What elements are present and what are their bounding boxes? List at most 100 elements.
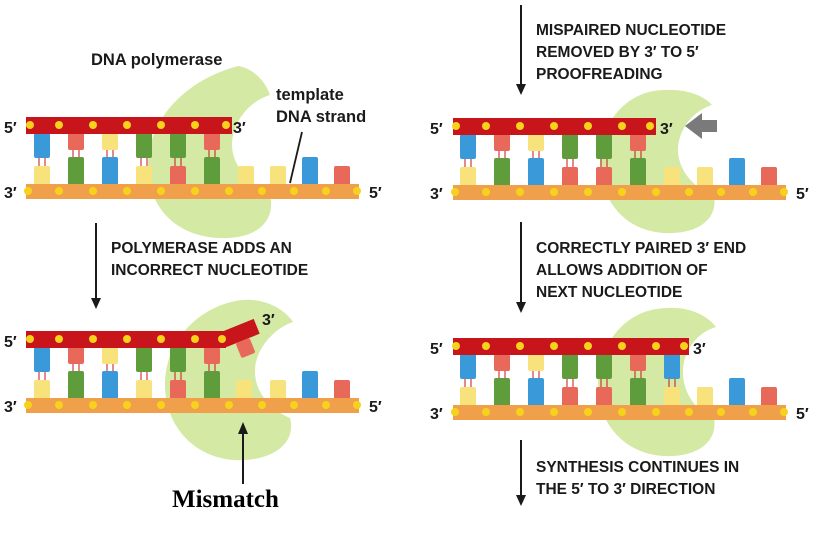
step-2-caption-line3: PROOFREADING xyxy=(536,66,663,83)
base-yellow xyxy=(102,347,118,364)
base-blue xyxy=(729,158,745,187)
panel-mismatch: 5′ 3′ 3′ 5′ Mismatch xyxy=(4,299,382,513)
end-label-5prime: 5′ xyxy=(4,334,17,351)
new-strand-bases xyxy=(460,354,680,379)
base-yellow xyxy=(34,166,50,186)
mispaired-nucleotide xyxy=(220,318,260,358)
step-3-caption-line3: NEXT NUCLEOTIDE xyxy=(536,284,682,301)
base-green xyxy=(170,347,186,372)
polymerase-shape xyxy=(148,66,272,239)
new-strand-backbone xyxy=(453,338,689,355)
base-yellow xyxy=(460,167,476,187)
step-2-caption-line1: MISPAIRED NUCLEOTIDE xyxy=(536,22,726,39)
base-salmon xyxy=(630,134,646,151)
new-strand-bases xyxy=(34,133,220,158)
base-green xyxy=(562,134,578,159)
base-yellow xyxy=(136,166,152,186)
base-yellow xyxy=(238,166,254,186)
base-blue xyxy=(729,378,745,407)
base-salmon xyxy=(68,347,84,364)
base-salmon xyxy=(170,166,186,186)
base-blue xyxy=(664,354,680,379)
base-salmon xyxy=(761,167,777,187)
base-yellow xyxy=(664,387,680,407)
step-arrow-2 xyxy=(516,5,526,95)
proofreading-direction-arrow xyxy=(685,113,717,139)
base-blue xyxy=(34,133,50,158)
base-salmon xyxy=(562,387,578,407)
base-salmon xyxy=(236,338,255,358)
base-green xyxy=(136,133,152,158)
base-salmon xyxy=(204,133,220,150)
base-salmon xyxy=(494,134,510,151)
step-arrow-3 xyxy=(516,222,526,313)
base-green xyxy=(68,371,84,400)
base-salmon xyxy=(334,380,350,400)
base-blue xyxy=(460,354,476,379)
base-salmon xyxy=(170,380,186,400)
base-blue xyxy=(528,378,544,407)
base-yellow xyxy=(697,387,713,407)
base-green xyxy=(494,158,510,187)
template-phosphates xyxy=(451,408,788,416)
base-green xyxy=(630,378,646,407)
base-salmon xyxy=(630,354,646,371)
end-label-3prime: 3′ xyxy=(693,341,706,358)
template-bases xyxy=(34,157,350,186)
base-salmon xyxy=(761,387,777,407)
polymerase-shape xyxy=(598,307,716,457)
template-label-line2: DNA strand xyxy=(276,108,366,126)
base-green xyxy=(596,354,612,379)
base-blue xyxy=(302,371,318,400)
end-label-5prime: 5′ xyxy=(796,186,809,203)
base-green xyxy=(204,157,220,186)
base-salmon xyxy=(494,354,510,371)
end-label-5prime: 5′ xyxy=(4,120,17,137)
step-1-caption-line1: POLYMERASE ADDS AN xyxy=(111,240,292,257)
panel-proofreading: 5′ 3′ 3′ 5′ xyxy=(430,89,809,234)
new-strand-phosphates xyxy=(452,342,688,350)
end-label-3prime: 3′ xyxy=(4,185,17,202)
end-label-3prime: 3′ xyxy=(262,312,275,329)
base-yellow xyxy=(697,167,713,187)
base-yellow xyxy=(528,134,544,151)
base-salmon xyxy=(334,166,350,186)
base-salmon xyxy=(562,167,578,187)
base-salmon xyxy=(596,387,612,407)
base-salmon xyxy=(68,133,84,150)
end-label-5prime: 5′ xyxy=(430,121,443,138)
step-3-caption-line2: ALLOWS ADDITION OF xyxy=(536,262,708,279)
end-label-3prime: 3′ xyxy=(430,186,443,203)
base-yellow xyxy=(236,380,252,400)
new-strand-bases xyxy=(460,134,646,159)
panel-continued-synthesis: 5′ 3′ 3′ 5′ xyxy=(430,307,809,457)
base-green xyxy=(136,347,152,372)
h-bonds xyxy=(464,371,676,387)
step-arrow-4 xyxy=(516,440,526,506)
base-green xyxy=(68,157,84,186)
base-blue xyxy=(302,157,318,186)
new-strand-phosphates xyxy=(26,335,226,343)
base-green xyxy=(562,354,578,379)
base-blue xyxy=(34,347,50,372)
base-green xyxy=(630,158,646,187)
base-green xyxy=(204,371,220,400)
template-phosphates xyxy=(451,188,788,196)
base-green xyxy=(170,133,186,158)
base-blue xyxy=(102,157,118,186)
template-phosphates xyxy=(24,187,361,195)
mispaired-backbone xyxy=(220,318,260,348)
base-yellow xyxy=(270,166,286,186)
step-1-caption-line2: INCORRECT NUCLEOTIDE xyxy=(111,262,308,279)
base-salmon xyxy=(204,347,220,364)
h-bonds xyxy=(38,150,216,166)
step-4-caption-line2: THE 5′ TO 3′ DIRECTION xyxy=(536,481,715,498)
polymerase-label: DNA polymerase xyxy=(91,51,222,69)
end-label-5prime: 5′ xyxy=(369,399,382,416)
polymerase-shape xyxy=(600,89,715,234)
base-yellow xyxy=(528,354,544,371)
step-arrow-1 xyxy=(91,223,101,309)
base-yellow xyxy=(136,380,152,400)
base-yellow xyxy=(664,167,680,187)
